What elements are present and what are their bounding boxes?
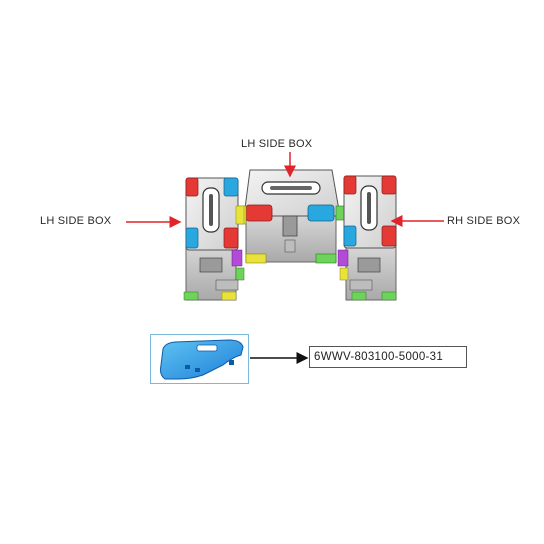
top-case	[227, 169, 349, 264]
label-left-box: LH SIDE BOX	[40, 215, 112, 227]
label-right-box: RH SIDE BOX	[447, 215, 521, 227]
corner-protector-part	[160, 339, 244, 380]
part-image-frame	[150, 334, 249, 384]
left-side-case	[183, 177, 245, 301]
label-top-box: LH SIDE BOX	[241, 138, 313, 150]
right-side-case	[337, 175, 397, 301]
part-number: 6WWV-803100-5000-31	[309, 346, 467, 368]
